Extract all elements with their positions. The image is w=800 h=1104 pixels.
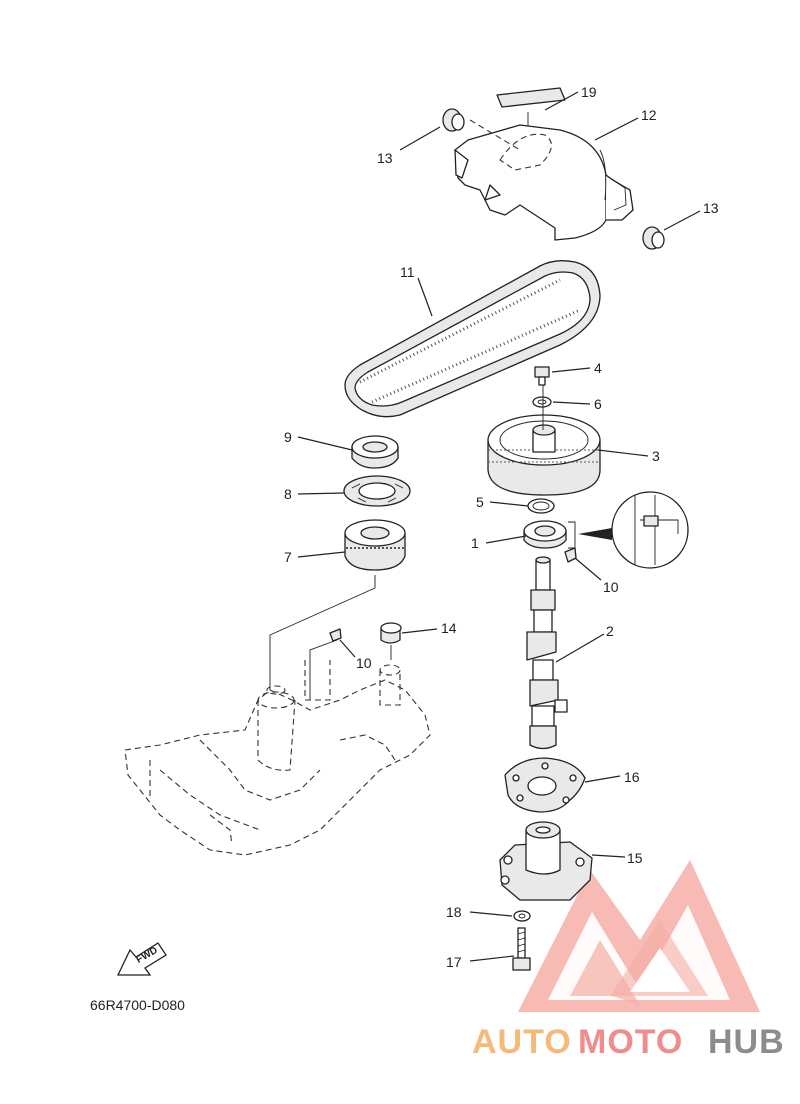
callout-19: 19	[581, 84, 597, 100]
callout-2: 2	[606, 623, 614, 639]
part-13-grommet-left	[442, 108, 465, 132]
part-9-oil-seal	[351, 435, 399, 469]
callout-leaders	[297, 91, 701, 962]
assembly-lines	[269, 385, 544, 700]
watermark-moto: MOTO	[578, 1023, 683, 1061]
part-12-belt-cover	[454, 119, 634, 241]
callout-10-left: 10	[356, 655, 372, 671]
part-18-washer	[513, 910, 531, 922]
part-16-gasket	[504, 757, 586, 813]
part-7-crank-pulley	[344, 519, 406, 571]
automotohub-logo	[518, 860, 760, 1012]
part-6-washer	[532, 396, 552, 408]
callout-11: 11	[400, 264, 415, 280]
part-5-oring	[527, 498, 555, 514]
callout-13-left: 13	[377, 150, 393, 166]
pin-detail-inset	[568, 491, 689, 569]
callout-3: 3	[652, 448, 660, 464]
callout-13-right: 13	[703, 200, 719, 216]
callout-7: 7	[284, 549, 292, 565]
engine-block-outline	[124, 660, 431, 856]
part-15-oil-pump	[499, 821, 593, 901]
callout-4: 4	[594, 360, 602, 376]
callout-5: 5	[476, 494, 484, 510]
fwd-arrow: FWD	[116, 942, 167, 976]
part-14-cap	[380, 622, 402, 644]
callout-9: 9	[284, 429, 292, 445]
part-11-timing-belt	[344, 260, 601, 418]
diagram-code: 66R4700-D080	[90, 997, 185, 1013]
callout-18: 18	[446, 904, 462, 920]
callout-6: 6	[594, 396, 602, 412]
part-3-cam-pulley	[487, 414, 601, 496]
callout-16: 16	[624, 769, 640, 785]
part-10-dowel-pin-right	[564, 547, 577, 563]
watermark-auto: AUTO	[472, 1023, 572, 1061]
part-13-grommet-right	[642, 226, 665, 250]
callout-15: 15	[627, 850, 643, 866]
watermark-hub: HUB	[708, 1023, 785, 1061]
part-4-bolt	[534, 366, 550, 386]
callout-8: 8	[284, 486, 292, 502]
part-10-dowel-pin-left	[329, 628, 342, 642]
callout-14: 14	[441, 620, 457, 636]
callout-12: 12	[641, 107, 657, 123]
callout-numbers: 19 12 13 13 11 4 6 3 9 8 5 1 7 10 14 2 1…	[284, 84, 719, 970]
callout-10-right: 10	[603, 579, 619, 595]
part-1-oil-seal	[523, 520, 567, 549]
part-17-bolt	[512, 927, 531, 971]
part-8-guide-plate	[343, 475, 411, 507]
callout-1: 1	[471, 535, 479, 551]
callout-17: 17	[446, 954, 462, 970]
part-2-camshaft	[526, 556, 568, 750]
